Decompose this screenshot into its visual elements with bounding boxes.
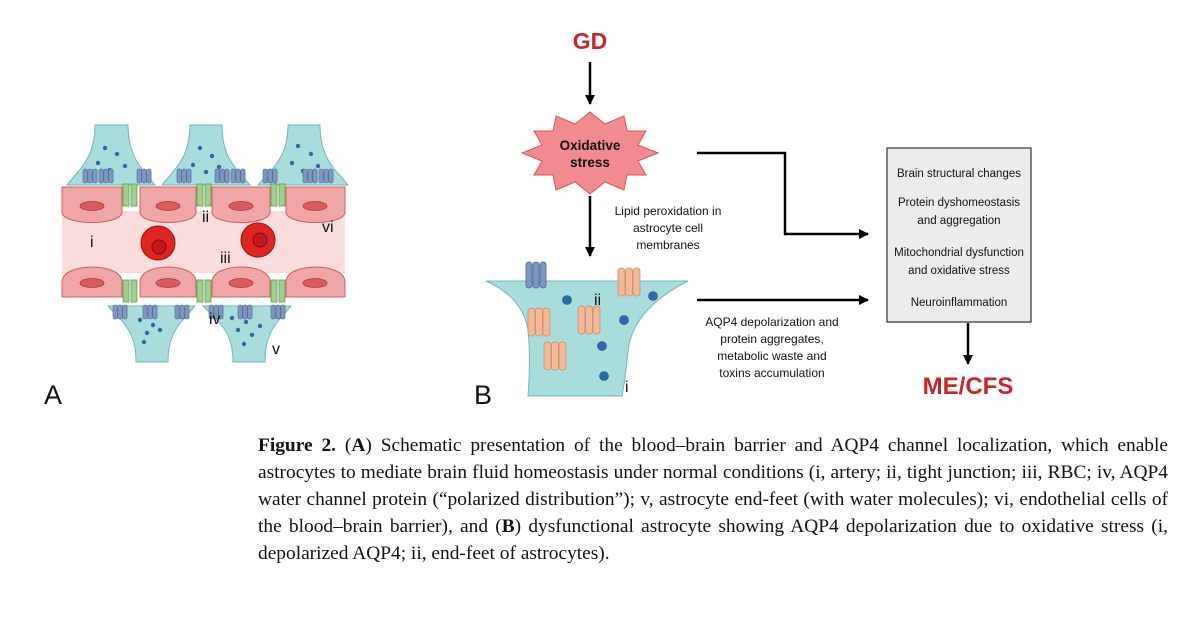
upper-endothelium <box>61 186 346 223</box>
lower-astrocyte-endfeet <box>106 304 293 363</box>
label-iii: iii <box>220 250 231 267</box>
lipid-text-1: Lipid peroxidation in <box>615 204 722 218</box>
label-b-ii: ii <box>594 292 601 309</box>
panel-b-letter: B <box>474 380 492 410</box>
figure-2: i ii iii iv v vi A GD Oxidative stress L… <box>44 28 1032 410</box>
lower-endothelium <box>61 266 346 298</box>
aqp4-text-4: toxins accumulation <box>719 366 824 380</box>
oxidative-stress-burst <box>520 111 660 195</box>
panel-a: i ii iii iv v vi A <box>44 124 350 410</box>
caption-a: A <box>351 435 366 456</box>
label-iv: iv <box>209 311 221 328</box>
box-line-4: Mitochondrial dysfunction <box>894 247 1024 259</box>
aqp4-text-2: protein aggregates, <box>720 332 823 346</box>
box-line-1: Brain structural changes <box>897 168 1021 180</box>
tight-junctions <box>122 183 286 303</box>
panel-a-letter: A <box>44 380 62 410</box>
arrow-oxidative-to-box <box>697 151 869 239</box>
label-v: v <box>272 341 280 358</box>
label-b-i: i <box>625 379 629 396</box>
caption-text-3: ) dysfunctional astrocyte showing AQP4 d… <box>258 516 1168 564</box>
caption-text-1: ( <box>336 435 352 456</box>
panel-b: GD Oxidative stress Lipid peroxidation i… <box>474 28 1032 410</box>
lipid-text-2: astrocyte cell <box>633 221 703 235</box>
outcomes-box <box>886 147 1032 323</box>
artery-lumen <box>62 211 345 273</box>
label-i: i <box>90 234 94 251</box>
caption-b: B <box>501 516 515 537</box>
caption-figure-label: Figure 2. <box>258 435 336 456</box>
dysfunctional-astrocyte <box>485 261 689 397</box>
upper-astrocyte-endfeet <box>65 124 350 186</box>
aqp4-text-3: metabolic waste and <box>717 349 826 363</box>
aqp4-polarized-b <box>525 261 547 289</box>
gd-label: GD <box>573 28 608 54</box>
box-line-6: Neuroinflammation <box>911 297 1008 309</box>
box-line-2: Protein dyshomeostasis <box>898 197 1020 209</box>
caption-text-2: ) Schematic presentation of the blood–br… <box>258 435 1169 537</box>
aqp4-text-1: AQP4 depolarization and <box>705 315 838 329</box>
oxidative-stress-line2: stress <box>570 155 610 170</box>
box-line-5: and oxidative stress <box>908 265 1010 277</box>
oxidative-stress-line1: Oxidative <box>560 138 621 153</box>
lipid-text-3: membranes <box>636 238 699 252</box>
label-vi: vi <box>322 219 334 236</box>
label-ii: ii <box>202 209 209 226</box>
red-blood-cells <box>140 222 276 261</box>
box-line-3: and aggregation <box>917 215 1000 227</box>
figure-caption: Figure 2. (A) Schematic presentation of … <box>258 432 1168 567</box>
mecfs-label: ME/CFS <box>923 373 1014 400</box>
